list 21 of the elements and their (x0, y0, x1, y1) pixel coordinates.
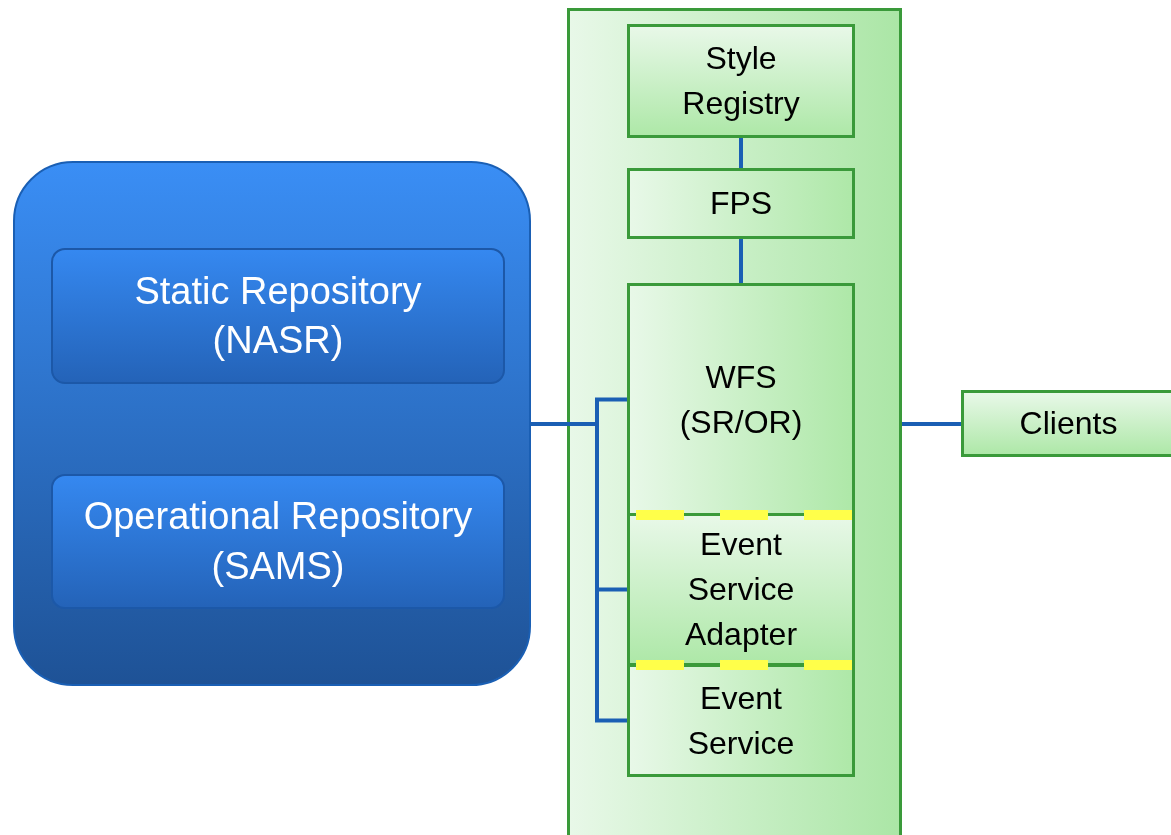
box-label: Clients (1019, 404, 1118, 444)
box-label: Operational Repository (SAMS) (82, 494, 474, 589)
service-column (567, 8, 902, 835)
service-box (627, 24, 855, 138)
connector-line (739, 239, 743, 283)
box-label: Static Repository (NASR) (133, 268, 423, 363)
connector-line (739, 138, 743, 168)
repository-box (51, 248, 505, 384)
repository-panel (13, 161, 531, 686)
connector-line (902, 422, 961, 426)
service-box (627, 513, 855, 666)
service-box (627, 168, 855, 239)
service-box (627, 664, 855, 777)
box-label: WFS (SR/OR) (678, 357, 804, 442)
client-box (961, 390, 1171, 457)
repository-box (51, 474, 505, 609)
box-label: Event Service Adapter (683, 525, 799, 654)
service-box (627, 283, 855, 516)
box-label: Event Service (686, 678, 796, 763)
box-label: FPS (709, 184, 773, 224)
box-label: Style Registry (681, 39, 801, 123)
